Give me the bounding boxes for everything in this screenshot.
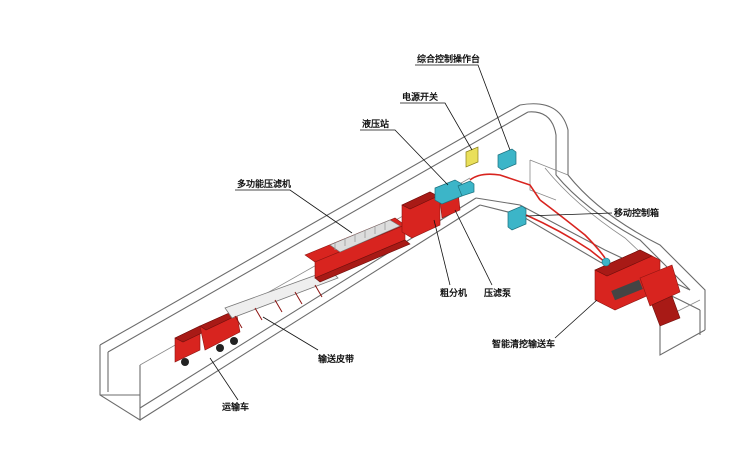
label-transport-truck: 运输车 bbox=[222, 401, 249, 413]
hydraulic-station bbox=[434, 179, 475, 205]
tunnel-structure bbox=[99, 103, 706, 421]
label-coarse-separator: 粗分机 bbox=[440, 287, 467, 299]
label-conveyor-belt: 输送皮带 bbox=[318, 353, 354, 365]
conveyor-belt bbox=[224, 269, 339, 329]
coarse-separator bbox=[401, 191, 461, 239]
leader-lines bbox=[209, 64, 613, 401]
smart-dredging-vehicle bbox=[594, 249, 681, 327]
console-unit bbox=[497, 148, 517, 171]
label-console: 综合控制操作台 bbox=[417, 53, 480, 65]
label-press-pump: 压滤泵 bbox=[484, 287, 512, 299]
power-switch-box bbox=[465, 146, 479, 168]
mobile-control-box bbox=[507, 205, 527, 231]
label-mobile-control-box: 移动控制箱 bbox=[614, 207, 659, 219]
transport-truck bbox=[174, 309, 243, 366]
label-hydraulic-station: 液压站 bbox=[362, 118, 389, 130]
cable-runs bbox=[469, 173, 606, 263]
label-power-switch: 电源开关 bbox=[402, 91, 438, 103]
label-filter-press: 多功能压滤机 bbox=[237, 178, 291, 190]
label-smart-vehicle: 智能清挖输送车 bbox=[492, 338, 555, 350]
